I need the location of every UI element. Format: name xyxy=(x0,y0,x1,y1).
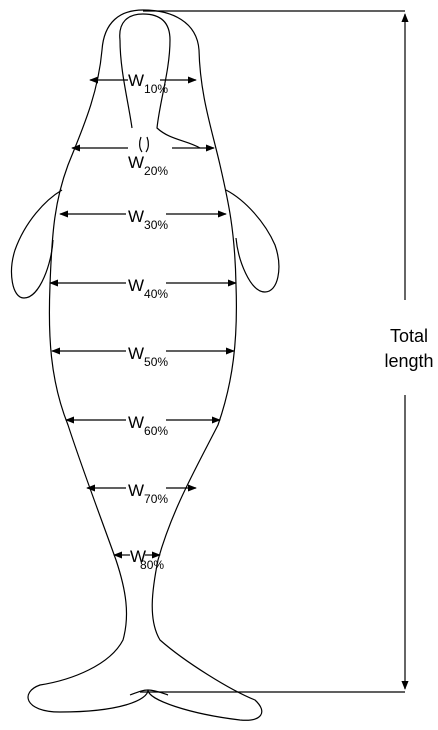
width-label-60: W60% xyxy=(128,413,168,438)
width-label-40: W40% xyxy=(128,276,168,301)
width-label-50: W50% xyxy=(128,344,168,369)
width-label-30: W30% xyxy=(128,207,168,232)
total-length-label-line2: length xyxy=(384,351,433,371)
width-label-10: W10% xyxy=(128,71,168,96)
width-label-70: W70% xyxy=(128,481,168,506)
blowhole xyxy=(140,137,149,152)
width-label-80: W80% xyxy=(130,547,164,572)
left-flipper xyxy=(12,190,62,298)
total-length-label-line1: Total xyxy=(390,326,428,346)
width-label-20: W20% xyxy=(128,153,168,178)
